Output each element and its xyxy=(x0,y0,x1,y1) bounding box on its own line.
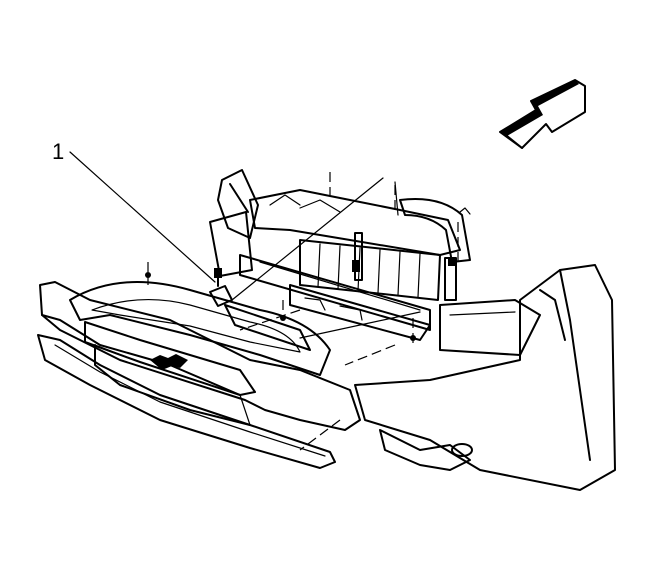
leader-lines xyxy=(231,177,421,339)
grille-mounting-bracket xyxy=(209,268,311,351)
callout-1-leader-line xyxy=(69,151,216,283)
front-bumper-fascia xyxy=(37,281,361,469)
right-front-fender xyxy=(354,264,616,491)
bowtie-emblem xyxy=(150,354,188,370)
alignment-guides xyxy=(147,172,459,451)
grille-assembly xyxy=(69,281,331,426)
engine-bay-structure xyxy=(209,169,471,341)
callout-label-1: 1 xyxy=(52,139,64,164)
forward-direction-arrow-icon xyxy=(499,79,586,149)
